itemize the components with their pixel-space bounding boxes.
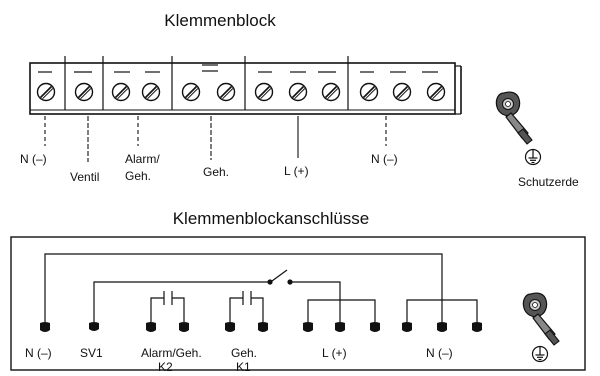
- label-alarm-line1: Alarm/: [125, 152, 160, 166]
- bottom-title: Klemmenblockanschlüsse: [173, 209, 370, 228]
- ground-symbol-icon: [531, 345, 549, 363]
- label-n-minus-2: N (–): [371, 152, 398, 166]
- ring-lug-icon: [495, 91, 533, 145]
- label-alarm-line2: Geh.: [125, 169, 151, 183]
- label-leaders: [44, 116, 387, 162]
- bottom-label-n-minus-1: N (–): [25, 346, 52, 360]
- connection-frame: [10, 236, 586, 371]
- label-geh: Geh.: [203, 165, 229, 179]
- label-l-plus: L (+): [284, 164, 309, 178]
- wiring: [44, 253, 478, 322]
- label-schutzerde: Schutzerde: [518, 175, 579, 189]
- label-ventil: Ventil: [70, 170, 99, 184]
- bottom-label-geh-line2: K1: [236, 360, 251, 374]
- bottom-label-l-plus: L (+): [322, 346, 347, 360]
- label-n-minus-1: N (–): [20, 152, 47, 166]
- terminal-block: [29, 56, 462, 115]
- ring-lug-icon: [522, 292, 560, 346]
- ground-symbol-icon: [524, 148, 542, 166]
- bottom-label-sv1: SV1: [80, 346, 103, 360]
- bottom-label-alarm-line1: Alarm/Geh.: [141, 346, 202, 360]
- bottom-label-alarm-line2: K2: [158, 360, 173, 374]
- bottom-label-geh-line1: Geh.: [231, 346, 257, 360]
- top-title: Klemmenblock: [164, 11, 276, 30]
- terminal-points: [40, 322, 482, 332]
- bottom-label-n-minus-2: N (–): [426, 346, 453, 360]
